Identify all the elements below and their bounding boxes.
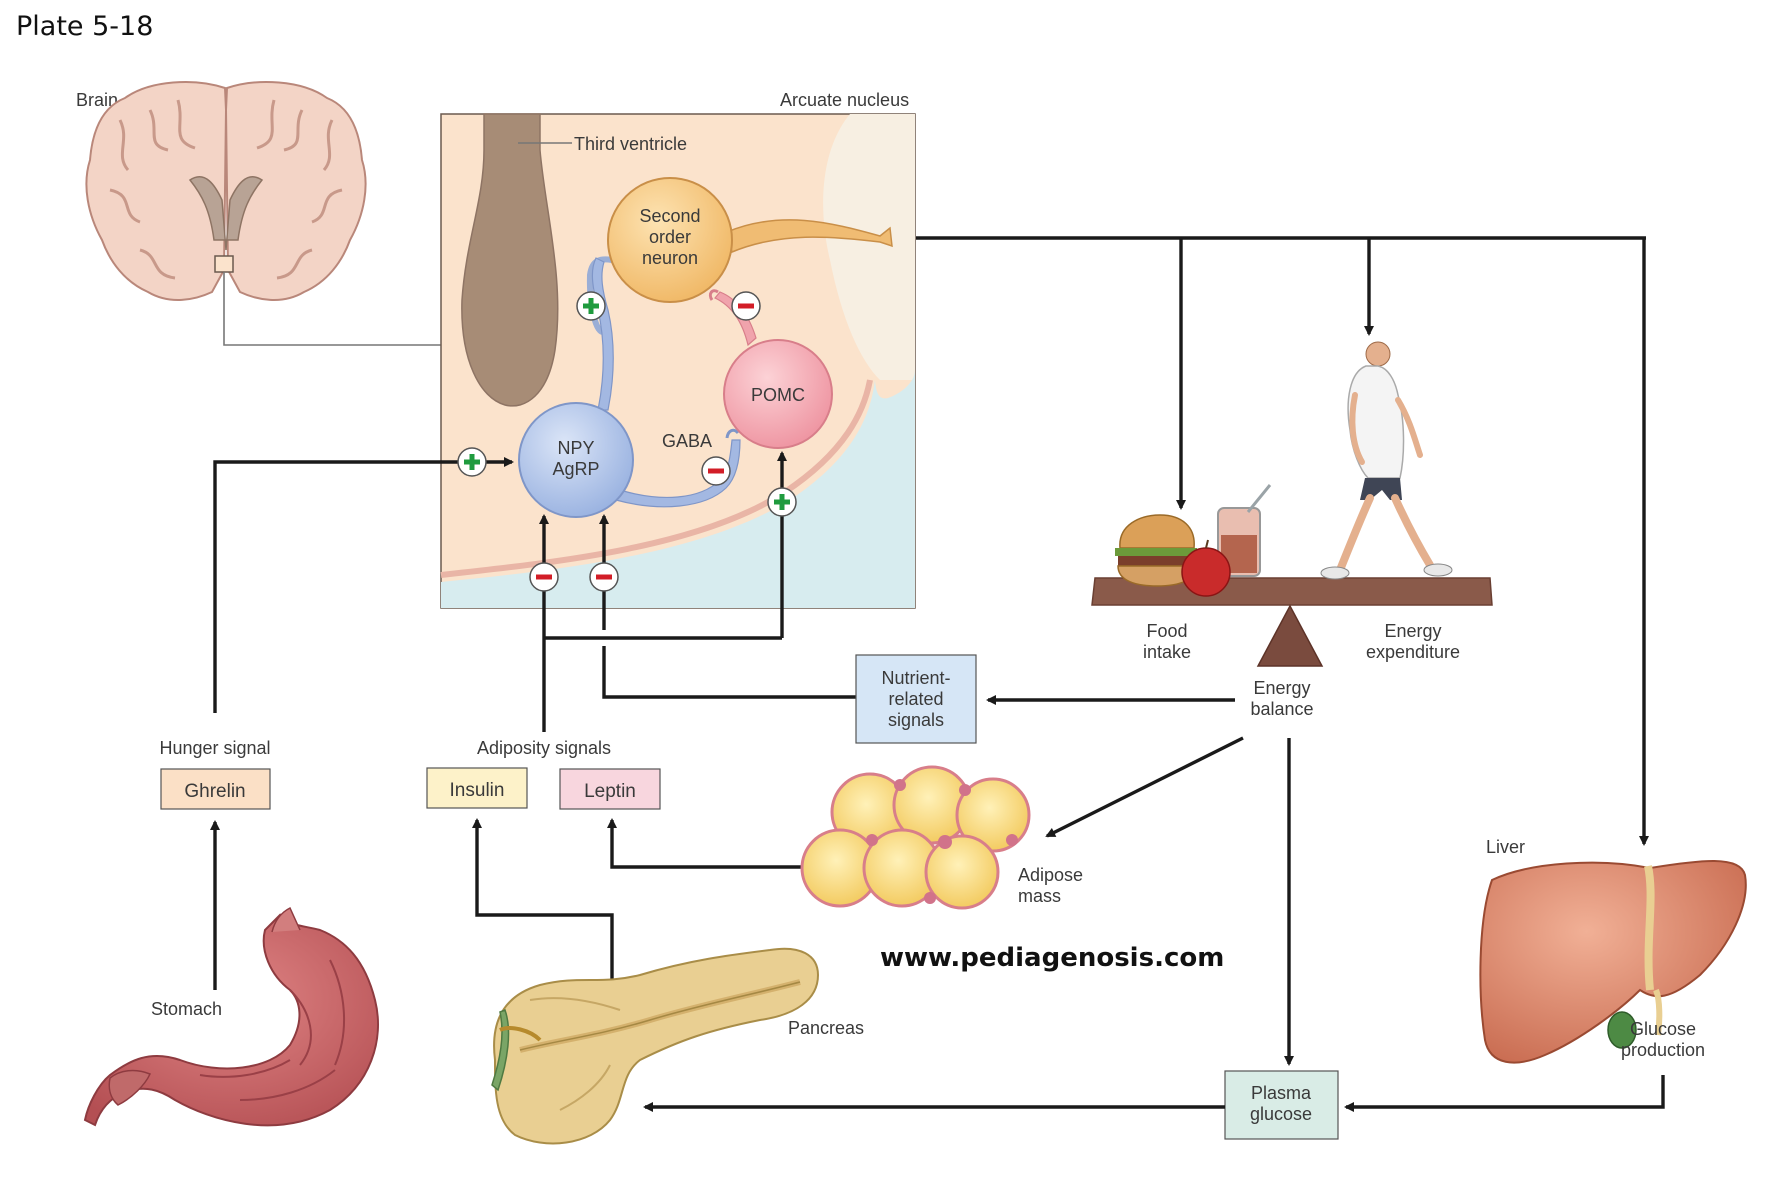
plus-icon xyxy=(576,291,606,321)
brain-illustration xyxy=(85,81,367,301)
adipose-line1: Adipose xyxy=(1018,865,1083,885)
stomach-label: Stomach xyxy=(151,999,222,1019)
insulin-box xyxy=(426,767,528,809)
ghrelin-to-npy-arrow xyxy=(213,457,514,713)
third-ventricle-shape xyxy=(461,113,559,407)
second-order-line2: order xyxy=(649,227,691,247)
adipose-to-leptin-arrow xyxy=(607,818,806,869)
walking-man-icon xyxy=(1320,341,1453,580)
second-order-line1: Second xyxy=(639,206,700,226)
liver-illustration xyxy=(1479,860,1747,1064)
pomc-label: POMC xyxy=(751,385,805,405)
plus-icon xyxy=(767,487,797,517)
arcuate-nucleus-panel xyxy=(440,113,916,609)
minus-icon xyxy=(731,291,761,321)
plasma-glucose-box xyxy=(1224,1070,1339,1140)
pancreas-to-insulin-arrow xyxy=(472,818,614,990)
pancreas-illustration xyxy=(491,947,820,1145)
nutrient-line2: related xyxy=(888,689,943,709)
food-intake-line1: Food xyxy=(1146,621,1187,641)
adiposity-signals-label: Adiposity signals xyxy=(477,738,611,758)
glucose-production-line2: production xyxy=(1621,1040,1705,1060)
glucose-production-line1: Glucose xyxy=(1630,1019,1696,1039)
minus-icon xyxy=(589,562,619,592)
insulin-label: Insulin xyxy=(450,780,505,801)
hunger-signal-label: Hunger signal xyxy=(159,738,270,758)
stomach-illustration xyxy=(83,906,379,1127)
third-ventricle-label: Third ventricle xyxy=(574,134,687,154)
plate-title: Plate 5-18 xyxy=(16,11,153,42)
minus-icon xyxy=(529,562,559,592)
plasma-line1: Plasma xyxy=(1251,1083,1312,1103)
energy-balance-line2: balance xyxy=(1250,699,1313,719)
pomc-neuron xyxy=(708,289,833,449)
nutrient-related-box xyxy=(855,654,977,744)
brain-label: Brain xyxy=(76,90,118,110)
pancreas-label: Pancreas xyxy=(788,1018,864,1038)
arcuate-nucleus-label: Arcuate nucleus xyxy=(780,90,909,110)
agrp-label: AgRP xyxy=(552,459,599,479)
food-intake-line2: intake xyxy=(1143,642,1191,662)
liver-label: Liver xyxy=(1486,837,1525,857)
second-order-line3: neuron xyxy=(642,248,698,268)
gaba-label: GABA xyxy=(662,431,712,451)
ghrelin-label: Ghrelin xyxy=(184,781,245,802)
npy-agrp-neuron xyxy=(518,257,741,518)
nutrient-line1: Nutrient- xyxy=(881,668,950,688)
adipose-line2: mass xyxy=(1018,886,1061,906)
energy-expenditure-line2: expenditure xyxy=(1366,642,1460,662)
leptin-box xyxy=(559,768,661,810)
second-order-neuron xyxy=(586,177,893,335)
energy-expenditure-line1: Energy xyxy=(1384,621,1441,641)
minus-icon xyxy=(701,456,731,486)
liver-to-plasma-arrow xyxy=(1344,1075,1665,1112)
leptin-label: Leptin xyxy=(584,781,636,802)
nutrient-line xyxy=(602,646,856,699)
food-icon xyxy=(1115,484,1272,597)
npy-label: NPY xyxy=(557,438,594,458)
balance-to-adipose-arrow xyxy=(1045,736,1244,838)
ghrelin-box xyxy=(160,768,271,810)
website-watermark: www.pediagenosis.com xyxy=(880,943,1224,973)
brain-connector-line xyxy=(223,272,441,346)
energy-balance-line1: Energy xyxy=(1253,678,1310,698)
plasma-line2: glucose xyxy=(1250,1104,1312,1124)
plus-icon xyxy=(457,447,487,477)
adipocytes-illustration xyxy=(800,765,1031,910)
nutrient-line3: signals xyxy=(888,710,944,730)
